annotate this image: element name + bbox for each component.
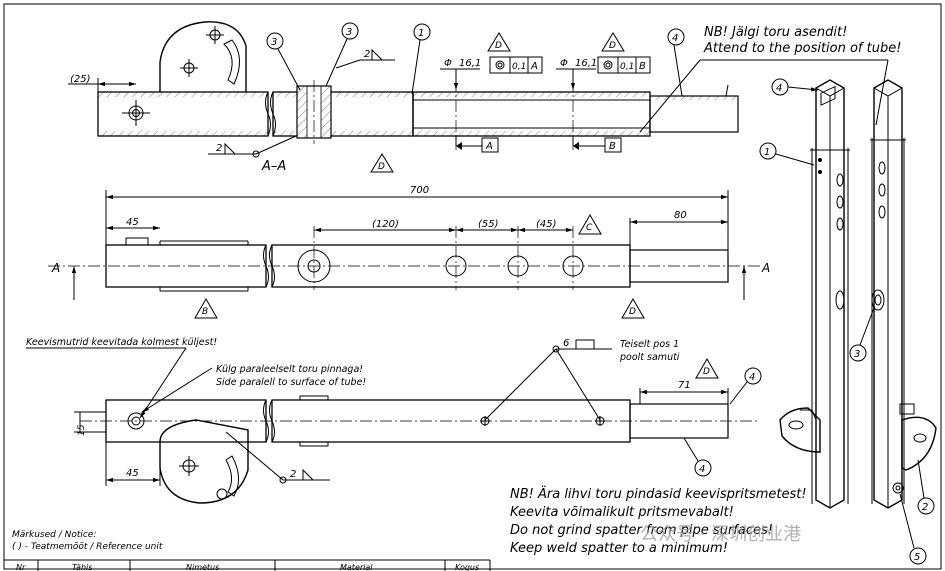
dim-45-a: 45 — [126, 217, 139, 228]
weld-nut-bottom — [127, 412, 145, 430]
balloon-3-a: 3 — [271, 37, 277, 48]
balloon-1-iso: 1 — [764, 147, 770, 158]
tol-datum-a: A — [530, 61, 538, 72]
datum-d-1: D — [495, 41, 502, 51]
tol-1: 0,1 — [512, 62, 526, 72]
weld-2-b: 2 — [216, 143, 222, 154]
balloon-5-iso: 5 — [914, 552, 920, 563]
section-arrow-a-right: A — [761, 261, 770, 275]
bracket-plate-bottom — [159, 419, 249, 504]
phi-symbol-1: Φ — [444, 58, 452, 69]
markused-label: Märkused / Notice: — [12, 530, 96, 540]
bottom-note-1: NB! Ära lihvi toru pindasid keevispritsm… — [510, 486, 807, 502]
dim-phi-2: 16,1 — [575, 58, 597, 69]
dim-80: 80 — [674, 210, 687, 221]
drawing-frame — [3, 3, 942, 570]
bracket-plate — [159, 21, 247, 92]
watermark: 公众号 · 深圳创业港 — [640, 524, 802, 545]
bottom-note-2: Keevita võimalikult pritsmevabalt! — [510, 505, 734, 520]
dim-700: 700 — [410, 185, 429, 196]
nut-top — [125, 237, 149, 246]
dim-120: (120) — [372, 219, 399, 230]
iso-bracket-right — [901, 416, 937, 471]
nb-note-et: NB! Jälgi toru asendit! — [704, 25, 847, 40]
balloon-4-iso: 4 — [776, 83, 782, 94]
nb-note-en: Attend to the position of tube! — [703, 41, 901, 56]
top-view: A A 700 45 (120) (55) — [48, 185, 770, 319]
balloon-2-iso: 2 — [922, 502, 928, 513]
weld-nut-note: Keevismutrid keevitada kolmest küljest! — [26, 337, 217, 348]
balloon-3-b: 3 — [346, 27, 352, 38]
tube-right — [412, 91, 651, 137]
table-col-material: Material — [340, 563, 373, 571]
inner-tube-end — [649, 95, 739, 133]
inner-tube-top — [629, 249, 729, 283]
weld-6: 6 — [563, 338, 569, 349]
dim-45-c: 45 — [126, 468, 139, 479]
reference-unit-label: ( ) - Teatmemõõt / Reference unit — [12, 542, 163, 552]
section-arrow-a-left: A — [51, 261, 60, 275]
balloon-4-lower-2: 4 — [699, 464, 705, 475]
bottom-note-3: Do not grind spatter from pipe surfaces! — [510, 523, 773, 538]
datum-d-2: D — [609, 41, 616, 51]
datum-c: C — [586, 223, 593, 233]
tube-left — [97, 91, 269, 137]
table-col-kogus: Kogus — [455, 563, 479, 571]
section-label: A–A — [261, 159, 286, 174]
table-col-tahis: Tähis — [72, 563, 92, 571]
dim-71: 71 — [678, 380, 691, 391]
dim-55: (55) — [478, 219, 499, 230]
parts-table: Nr Tähis Nimetus Material Kogus — [4, 559, 491, 571]
isometric-views: 4 1 3 2 5 — [759, 78, 937, 565]
table-col-nimetus: Nimetus — [186, 563, 219, 571]
weld-2-c: 2 — [290, 469, 296, 480]
teiselt-note: Teiselt pos 1 — [620, 339, 679, 350]
bottom-view: 45 15 71 Keevismutrid keevitada kolmest … — [12, 337, 807, 556]
bracket-slot — [223, 39, 240, 85]
datum-d-5: D — [703, 367, 710, 377]
iso-tube-left — [815, 79, 845, 509]
tol-datum-b: B — [639, 61, 646, 72]
datum-b-box: B — [609, 141, 616, 152]
iso-bracket-left — [779, 407, 821, 453]
phi-symbol-2: Φ — [560, 58, 568, 69]
side-note-en: Side paralell to surface of tube! — [216, 377, 366, 388]
dim-15: 15 — [77, 424, 87, 436]
section-view-a-a: (25) Φ 16,1 0,1 A Φ 16,1 0,1 B A B — [68, 21, 901, 174]
weld-2-a: 2 — [364, 49, 370, 60]
datum-d-4: D — [629, 307, 636, 317]
dim-45-b: (45) — [536, 219, 557, 230]
balloon-3-iso: 3 — [854, 349, 860, 360]
balloon-4: 4 — [672, 33, 678, 44]
side-note-et: Külg paraleelselt toru pinnaga! — [216, 364, 363, 375]
iso-nut — [871, 289, 885, 311]
dim-25: (25) — [70, 74, 91, 85]
table-col-nr: Nr — [16, 563, 26, 571]
balloon-1: 1 — [418, 28, 424, 39]
poolt-note: poolt samuti — [619, 352, 680, 363]
bottom-note-4: Keep weld spatter to a minimum! — [510, 541, 728, 556]
datum-a-box: A — [485, 141, 493, 152]
datum-d-3: D — [378, 162, 385, 172]
tol-2: 0,1 — [620, 62, 634, 72]
datum-b: B — [202, 307, 208, 317]
dim-phi-1: 16,1 — [459, 58, 481, 69]
balloon-4-lower: 4 — [749, 372, 755, 383]
